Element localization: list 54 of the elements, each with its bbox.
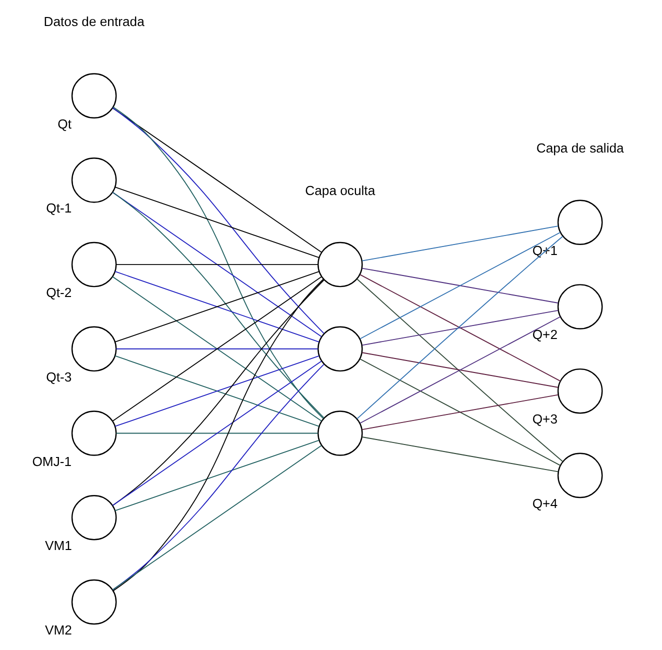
connector (112, 192, 324, 418)
node-circle (71, 579, 117, 625)
node-circle (71, 73, 117, 118)
node-circle (557, 368, 603, 414)
connector (112, 445, 322, 590)
label: Capa oculta (305, 182, 376, 198)
connector (362, 352, 559, 388)
connector (362, 394, 559, 430)
node-circle (557, 452, 603, 498)
node-label: Qt-3 (46, 369, 72, 384)
connector (362, 226, 559, 262)
connector (112, 107, 324, 334)
node-label: OMJ-1 (32, 454, 72, 469)
connector (112, 280, 324, 506)
node-circle (318, 326, 363, 372)
connector (362, 436, 559, 472)
connector (112, 360, 322, 506)
connector (362, 310, 559, 346)
node-label: Q+2 (532, 327, 558, 342)
node-label: VM2 (44, 622, 72, 638)
node-circle (71, 242, 117, 288)
connector (356, 236, 564, 420)
connector (356, 278, 564, 462)
connector (362, 268, 559, 304)
node-label: Q+4 (532, 496, 558, 511)
connector (116, 264, 318, 265)
connector (360, 274, 561, 382)
connector (112, 107, 322, 253)
node-circle (71, 410, 117, 456)
connector (112, 364, 324, 590)
connector (360, 232, 561, 340)
connector (112, 278, 324, 592)
label: Capa de salida (536, 140, 624, 156)
node-circle (71, 495, 117, 540)
connector (114, 355, 320, 427)
connector (114, 186, 320, 258)
node-label: Qt (58, 116, 72, 132)
node-label: VM1 (44, 538, 72, 554)
node-circle (557, 200, 603, 245)
connector (116, 432, 318, 434)
node-label: Qt-1 (46, 200, 72, 216)
node-circle (71, 326, 117, 372)
node-label: Qt-2 (46, 285, 72, 300)
connector (360, 358, 561, 466)
connector (116, 348, 318, 350)
node-label: Q+3 (532, 412, 558, 427)
node-circle (318, 410, 363, 456)
connector (360, 316, 561, 424)
label: Datos de entrada (44, 14, 144, 30)
node-circle (318, 242, 363, 288)
connector (112, 106, 324, 419)
connector (114, 440, 320, 512)
node-circle (71, 158, 117, 203)
node-circle (557, 284, 603, 330)
